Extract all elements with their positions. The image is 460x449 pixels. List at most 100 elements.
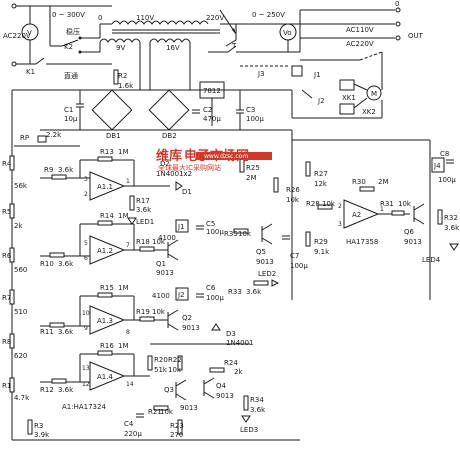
svg-text:XK2: XK2 [362,108,376,116]
svg-text:220V: 220V [206,14,224,22]
svg-text:R32: R32 [444,214,458,222]
svg-text:R31: R31 [380,200,394,208]
relay-j1-coil [175,219,189,233]
svg-text:Q5: Q5 [256,248,266,256]
a1-chip-label: A1:HA17324 [62,403,106,411]
svg-text:220μ: 220μ [124,430,142,438]
svg-text:V: V [27,29,32,37]
svg-text:10k: 10k [398,200,412,208]
r34-resistor [243,395,249,411]
svg-text:R28: R28 [306,200,320,208]
svg-text:3: 3 [338,221,342,228]
svg-text:270: 270 [170,431,183,439]
svg-text:D3: D3 [226,330,236,338]
svg-text:8: 8 [126,329,130,336]
r27-resistor [305,161,311,177]
svg-text:620: 620 [14,352,27,360]
r13-resistor [97,156,113,162]
svg-text:J4: J4 [433,162,441,170]
r11-resistor [49,322,65,328]
svg-text:R2: R2 [118,72,127,80]
svg-text:D1: D1 [182,188,192,196]
r3-resistor [27,419,33,435]
svg-text:HA17358: HA17358 [346,238,378,246]
relay-j4-coil [431,157,445,173]
svg-text:1: 1 [380,206,384,213]
r5-resistor [9,203,15,219]
svg-text:0: 0 [98,14,102,22]
svg-text:LED3: LED3 [240,426,258,434]
relay-j2-coil [175,287,189,301]
svg-text:3.6k: 3.6k [246,288,262,296]
svg-text:14: 14 [126,381,134,388]
svg-text:R1: R1 [2,382,11,390]
svg-text:R3: R3 [34,422,43,430]
svg-text:XK1: XK1 [342,94,356,102]
xk2-limit-switch [339,103,355,115]
r1-resistor [9,377,15,393]
svg-text:10: 10 [82,310,90,317]
svg-text:10k: 10k [168,366,182,374]
svg-text:9013: 9013 [256,258,274,266]
svg-text:R27: R27 [314,170,328,178]
svg-text:2M: 2M [378,178,389,186]
svg-text:LED1: LED1 [136,218,154,226]
svg-text:7: 7 [126,242,130,249]
r16-resistor [97,350,113,356]
led1 [127,217,137,225]
svg-text:1N4001x2: 1N4001x2 [156,170,192,178]
delay-circuit: R20 51k R22 10k R24 2k Q3 9013 Q4 9013 R… [124,343,266,439]
svg-text:C2: C2 [203,106,212,114]
svg-text:R12: R12 [40,386,54,394]
r20-resistor [147,355,153,371]
svg-text:100μ: 100μ [206,228,224,236]
svg-text:51k: 51k [154,366,168,374]
led2 [271,279,280,287]
svg-text:R11: R11 [40,328,54,336]
svg-text:470μ: 470μ [203,115,221,123]
svg-text:R7: R7 [2,294,11,302]
svg-text:10k: 10k [238,230,252,238]
r4-resistor [9,155,15,171]
svg-text:10k: 10k [322,200,336,208]
svg-text:9: 9 [84,325,88,332]
svg-text:110V: 110V [136,14,154,22]
a1-4-opamp [89,361,126,391]
svg-text:A1.3: A1.3 [97,317,113,325]
svg-text:C5: C5 [206,220,215,228]
watermark: 维库 电子市场网 www.dzsc.com 全球最大IC采购网站 [156,148,272,172]
svg-text:560: 560 [14,266,27,274]
svg-text:R15: R15 [100,284,114,292]
svg-text:4100: 4100 [152,292,170,300]
svg-text:3.6k: 3.6k [250,406,266,414]
svg-text:3.6k: 3.6k [58,260,74,268]
svg-text:C8: C8 [440,150,449,158]
svg-text:9013: 9013 [180,404,198,412]
svg-text:12k: 12k [314,180,328,188]
svg-text:1M: 1M [118,148,129,156]
svg-text:100μ: 100μ [438,176,456,184]
svg-text:R19: R19 [136,308,150,316]
svg-text:C3: C3 [246,106,255,114]
svg-text:5: 5 [84,240,88,247]
svg-text:4.7k: 4.7k [14,394,30,402]
input-meter-range: 0 ~ 300V [52,11,85,19]
svg-text:3.6k: 3.6k [58,386,74,394]
svg-text:LED4: LED4 [422,256,441,264]
d1-diode [175,181,183,191]
svg-text:Q3: Q3 [164,386,174,394]
svg-text:9013: 9013 [182,324,200,332]
rp-potentiometer [37,135,47,143]
r6-resistor [9,247,15,263]
svg-text:0: 0 [395,0,399,8]
svg-text:R34: R34 [250,396,264,404]
svg-text:A1.1: A1.1 [97,183,113,191]
svg-text:J2: J2 [177,291,185,299]
svg-text:R24: R24 [224,359,238,367]
svg-text:J3: J3 [257,70,265,78]
svg-text:A1.4: A1.4 [97,373,113,381]
r28-resistor [317,204,333,210]
svg-text:16V: 16V [166,44,180,52]
svg-text:510: 510 [14,308,27,316]
